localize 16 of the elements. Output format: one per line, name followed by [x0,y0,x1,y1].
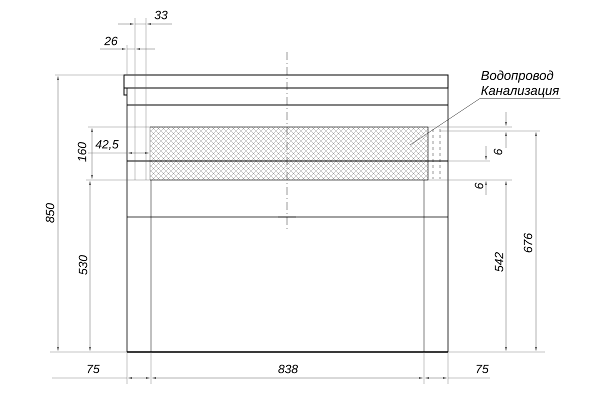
leader-line [410,98,561,146]
dimension-label: 676 [524,233,532,252]
dimension-label: 33 [154,10,168,20]
dimension-label: 6 [474,182,484,189]
dimension-label: 26 [104,36,118,46]
callout-text: Водопровод Канализация [481,70,559,98]
dimension-label: 75 [476,364,489,374]
dimension-label: 530 [78,255,88,275]
dimension-label: 160 [78,142,86,162]
dimension-label: 838 [278,364,298,374]
dimension-label: 6 [494,148,502,155]
dimension-label: 75 [88,364,100,374]
dimension-label: 42,5 [95,140,119,150]
dimension-label: 542 [494,252,504,272]
dimension-label: 850 [46,203,54,223]
hatched-area [150,126,428,180]
